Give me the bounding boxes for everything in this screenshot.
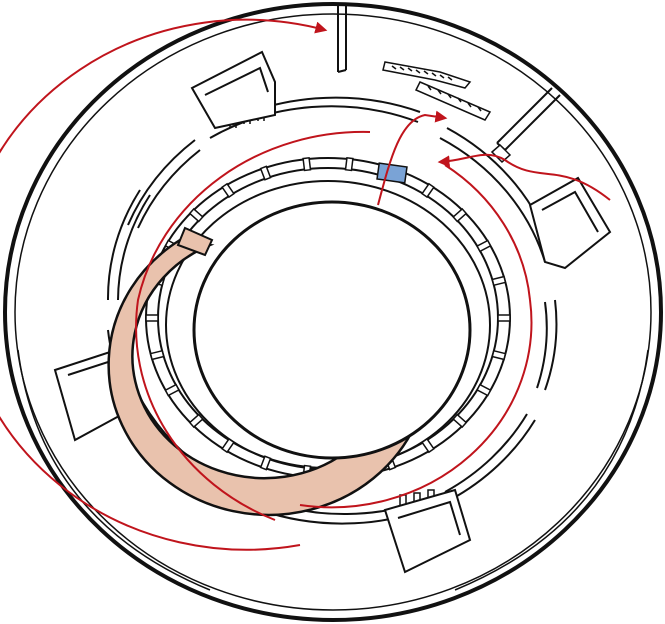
gallery-column	[476, 383, 492, 397]
inner-route	[299, 164, 533, 509]
spiral-ramp	[107, 200, 472, 517]
circulation-path	[0, 18, 611, 551]
gallery-column	[491, 349, 507, 361]
stair-icon	[490, 143, 512, 164]
gallery-column	[221, 437, 235, 454]
outer-route	[0, 18, 328, 551]
middle-route	[135, 130, 371, 521]
entry-route	[437, 153, 611, 201]
gallery-column	[188, 413, 204, 429]
gallery-column	[259, 455, 272, 471]
gallery-column	[421, 437, 435, 454]
gallery-column	[221, 182, 235, 199]
room-south	[383, 488, 472, 574]
gallery-column	[188, 207, 204, 223]
gallery-column	[476, 239, 492, 253]
outer-wall	[3, 2, 663, 622]
gallery-column	[491, 275, 507, 287]
gallery-column	[259, 165, 272, 181]
gallery-column	[344, 156, 354, 172]
ramp-route	[377, 110, 448, 206]
gallery-column	[421, 182, 435, 199]
gallery-column	[302, 156, 312, 172]
gallery-column	[452, 207, 468, 223]
escalator-icon	[382, 61, 492, 121]
gallery-column	[164, 383, 180, 397]
room-north-west	[190, 50, 276, 130]
gallery-column	[149, 349, 165, 361]
gallery-column	[145, 314, 159, 322]
gallery-column	[497, 314, 511, 322]
room-east	[528, 176, 612, 270]
gallery-column	[452, 413, 468, 429]
highlight-block	[376, 162, 408, 184]
